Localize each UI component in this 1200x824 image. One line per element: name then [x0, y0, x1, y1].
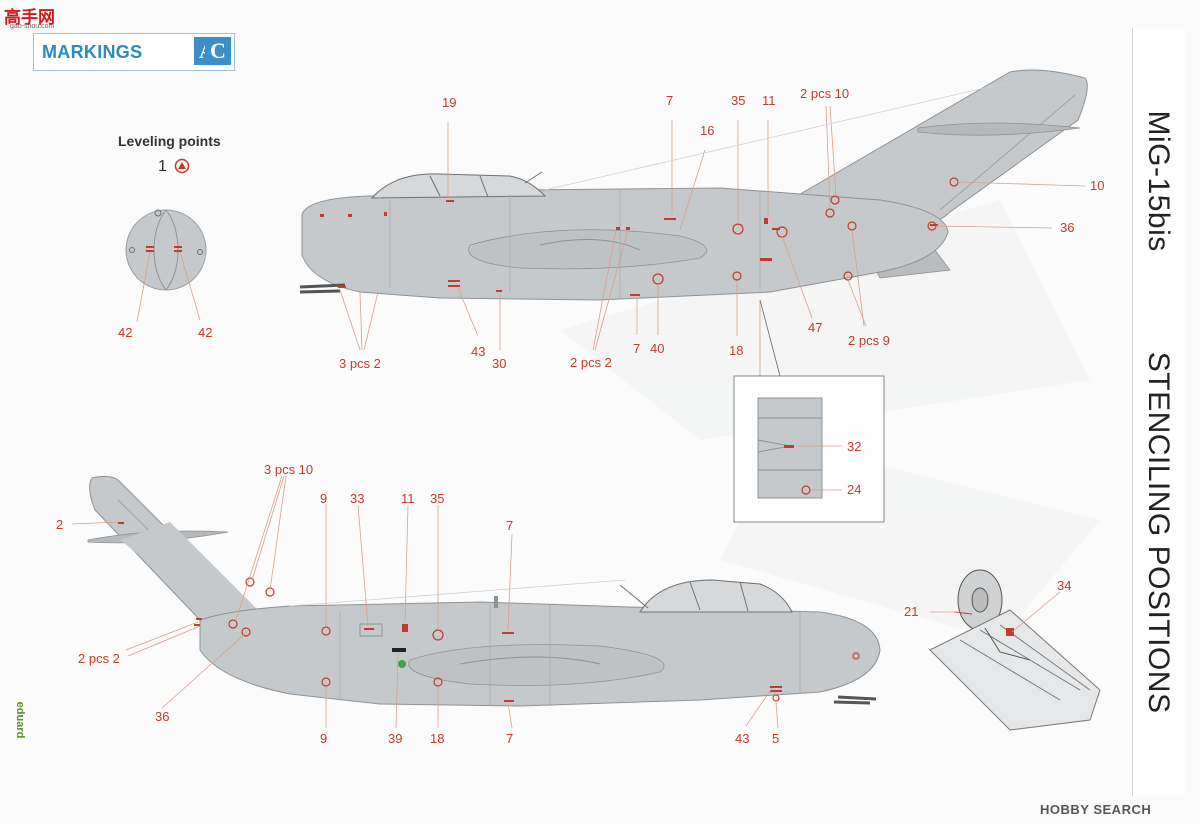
lower-aircraft-profile: [87, 475, 881, 707]
sheet-title: MiG-15bisSTENCILING POSITIONS: [1141, 111, 1175, 714]
callout-lower-9: 9: [320, 491, 328, 506]
upper-aircraft-profile: [299, 69, 1088, 301]
callout-lower-35: 35: [430, 491, 445, 506]
site-logo: 高手网 gao-shou.com: [2, 3, 74, 31]
sheet-subtitle: STENCILING POSITIONS: [1142, 351, 1175, 714]
callout-upper-40: 40: [650, 341, 665, 356]
callout-lower-39: 39: [388, 731, 403, 746]
watermark-suffix: SEARCH: [1093, 802, 1152, 817]
callout-upper-30: 30: [492, 356, 507, 371]
callout-upper-2pcs2: 2 pcs 2: [570, 355, 612, 370]
callout-lower-9b: 9: [320, 731, 328, 746]
hobby-search-watermark: HOBBY SEARCH: [1040, 802, 1151, 817]
callout-lower-33: 33: [350, 491, 365, 506]
title-panel: [1132, 28, 1185, 796]
callout-upper-11: 11: [762, 93, 776, 108]
callout-upper-10: 10: [1090, 178, 1105, 193]
callout-lower-11: 11: [401, 491, 415, 506]
callout-upper-2pcs9: 2 pcs 9: [848, 333, 890, 348]
leveling-point-icon: [174, 158, 190, 174]
nose-front-view: [125, 209, 207, 291]
callout-detail-24: 24: [847, 482, 862, 497]
callout-upper-35: 35: [731, 93, 746, 108]
callout-leveling-42a: 42: [118, 325, 133, 340]
callout-upper-18: 18: [729, 343, 744, 358]
callout-lower-5: 5: [772, 731, 780, 746]
callout-upper-7: 7: [666, 93, 674, 108]
callout-upper-7b: 7: [633, 341, 641, 356]
callout-lower-43: 43: [735, 731, 750, 746]
leveling-points-number: 1: [158, 158, 167, 175]
markings-header: MARKINGS A , C: [33, 33, 235, 71]
site-logo-text: 高手网: [4, 8, 55, 27]
callout-upper-43: 43: [471, 344, 486, 359]
brand-logo: eduard: [14, 701, 26, 739]
callout-lower-2pcs2: 2 pcs 2: [78, 651, 120, 666]
detail-inset: [733, 299, 885, 523]
leveling-points-title: Leveling points: [118, 133, 221, 149]
marking-letter-c: C: [205, 37, 231, 65]
callout-lower-3pcs10: 3 pcs 10: [264, 462, 314, 477]
callout-gear-34: 34: [1057, 578, 1072, 593]
landing-gear-detail: [929, 569, 1101, 731]
callout-upper-19: 19: [442, 95, 457, 110]
callout-upper-47: 47: [808, 320, 823, 335]
callout-upper-36: 36: [1060, 220, 1075, 235]
markings-label: MARKINGS: [42, 42, 143, 62]
callout-detail-32: 32: [847, 439, 862, 454]
callout-upper-3pcs2: 3 pcs 2: [339, 356, 381, 371]
callout-lower-18: 18: [430, 731, 445, 746]
callout-lower-36: 36: [155, 709, 170, 724]
callout-gear-21: 21: [904, 604, 919, 619]
site-logo-subtext: gao-shou.com: [10, 23, 55, 30]
callout-lower-2: 2: [56, 517, 64, 532]
callout-lower-7b: 7: [506, 731, 514, 746]
callout-leveling-42b: 42: [198, 325, 213, 340]
callout-lower-7: 7: [506, 518, 514, 533]
aircraft-type: MiG-15bis: [1142, 110, 1175, 252]
callout-upper-16: 16: [700, 123, 715, 138]
callout-upper-2pcs10: 2 pcs 10: [800, 86, 850, 101]
watermark-prefix: HOBBY: [1040, 802, 1090, 817]
